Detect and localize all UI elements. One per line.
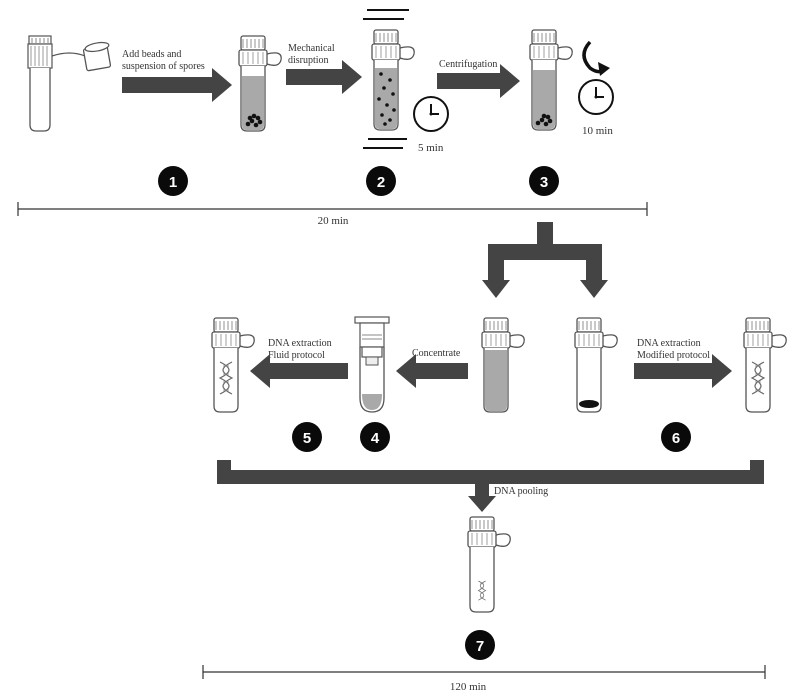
- step-badge-4: 4: [360, 422, 390, 452]
- arrow-dna-modified: [634, 354, 732, 388]
- svg-text:6: 6: [672, 430, 680, 447]
- rotation-arrow-icon: [582, 40, 610, 76]
- clock-icon: [413, 96, 449, 132]
- tube-dna-pooled: [467, 516, 511, 613]
- tube-supernatant: [481, 317, 525, 413]
- label-time-5: 5 min: [418, 142, 444, 154]
- arrow-mechanical: [286, 60, 362, 94]
- svg-text:3: 3: [540, 174, 548, 191]
- label-centrifugation: Centrifugation: [439, 59, 497, 70]
- arrow-add-beads: [122, 68, 232, 102]
- step-badge-3: 3: [529, 166, 559, 196]
- tube-dna-modified: [743, 317, 787, 413]
- svg-text:2: 2: [377, 174, 385, 191]
- label-dna-modified-2: Modified protocol: [637, 350, 710, 361]
- label-time-20: 20 min: [318, 215, 349, 227]
- step-badge-5: 5: [292, 422, 322, 452]
- concentrator-device: [354, 316, 390, 413]
- label-dna-fluid-1: DNA extraction: [268, 338, 332, 349]
- tube-with-beads: [238, 35, 282, 132]
- label-mechanical-2: disruption: [288, 55, 329, 66]
- label-dna-pooling: DNA pooling: [494, 486, 548, 497]
- step-badge-7: 7: [465, 630, 495, 660]
- merge-bracket: [217, 460, 764, 512]
- tube-dna-fluid: [211, 317, 255, 413]
- tube-pellet: [574, 317, 618, 413]
- svg-text:7: 7: [476, 638, 484, 655]
- label-mechanical-1: Mechanical: [288, 43, 335, 54]
- step-badge-2: 2: [366, 166, 396, 196]
- label-add-beads-2: suspension of spores: [122, 61, 205, 72]
- empty-tube-open: [27, 35, 112, 132]
- clock-icon: [578, 79, 614, 115]
- timeline-20-min: [17, 202, 648, 216]
- step-badge-1: 1: [158, 166, 188, 196]
- label-time-10: 10 min: [582, 125, 613, 137]
- svg-text:5: 5: [303, 430, 311, 447]
- label-concentrate: Concentrate: [412, 348, 461, 359]
- tube-centrifuged: [529, 29, 573, 131]
- label-dna-fluid-2: Fluid protocol: [268, 350, 325, 361]
- arrow-centrifugation: [437, 64, 520, 98]
- step-badge-6: 6: [661, 422, 691, 452]
- svg-text:1: 1: [169, 174, 177, 191]
- split-arrow: [482, 222, 608, 298]
- svg-text:4: 4: [371, 430, 380, 447]
- label-dna-modified-1: DNA extraction: [637, 338, 701, 349]
- label-add-beads-1: Add beads and: [122, 49, 181, 60]
- label-time-120: 120 min: [450, 681, 487, 693]
- arrow-dna-fluid: [250, 354, 348, 388]
- timeline-120-min: [202, 665, 766, 679]
- arrow-concentrate: [396, 354, 468, 388]
- tube-disrupted: [371, 29, 415, 131]
